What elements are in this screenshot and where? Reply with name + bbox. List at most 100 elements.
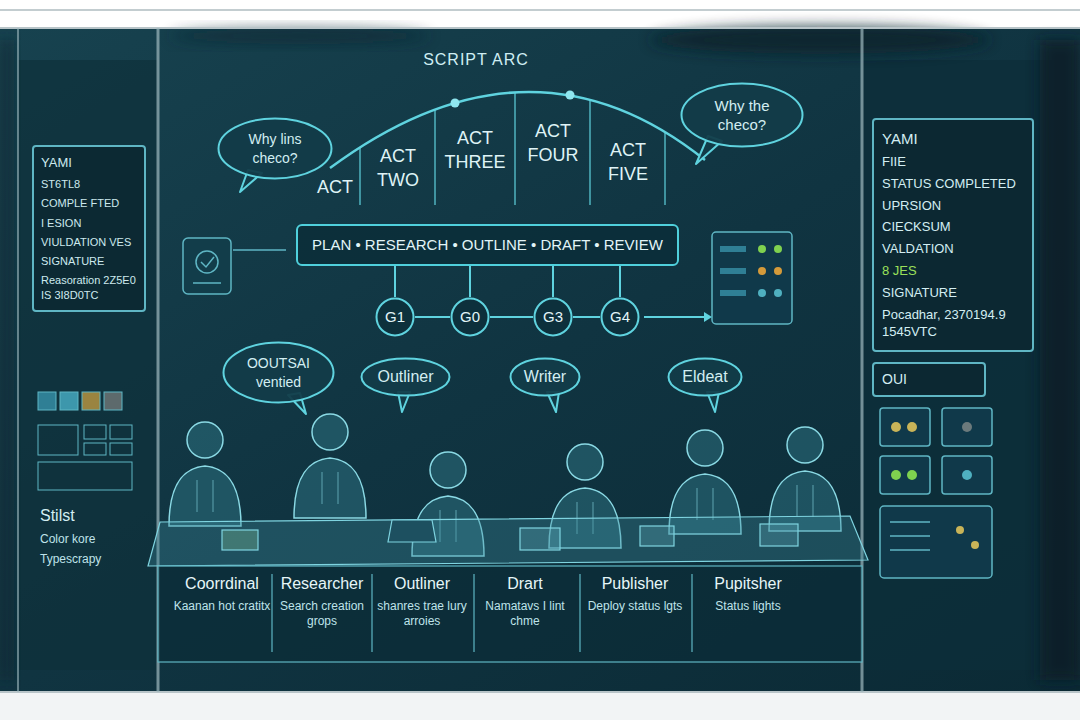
status-panel-detail: Pocadhar, 2370194.9 1545VTC — [882, 307, 1024, 341]
glass-wall — [862, 60, 1052, 670]
gate-circle-outline — [377, 299, 414, 336]
table — [388, 520, 436, 542]
indicator-panel — [774, 267, 782, 275]
speech-bubble-text: Why lins checo? — [238, 130, 312, 166]
script-arc — [434, 110, 436, 205]
text-stack: PLAN • RESEARCH • OUTLINE • DRAFT • REVI… — [312, 235, 663, 255]
ui-widgets — [880, 408, 930, 446]
text-stack: PupitsherStatus lights — [699, 574, 797, 614]
style-swatches — [82, 392, 100, 410]
text-stack: ACT — [317, 176, 353, 199]
script-arc — [359, 147, 361, 205]
window-frame — [17, 28, 19, 692]
gate-connector — [619, 266, 621, 297]
act-segment-text: ACT FIVE — [595, 139, 661, 186]
style-swatches — [84, 425, 106, 439]
role-band — [473, 574, 474, 652]
glass-wall — [1040, 40, 1080, 680]
style-swatches — [38, 392, 56, 410]
ui-widgets — [891, 470, 901, 480]
speech-bubble-outline — [511, 359, 580, 396]
ui-widgets — [942, 408, 992, 446]
indicator-panel — [720, 268, 746, 274]
ui-widgets — [907, 470, 917, 480]
act-segment-text: ACT — [317, 176, 353, 199]
style-swatches — [60, 392, 78, 410]
glass-wall — [170, 28, 430, 44]
ui-widgets — [956, 526, 964, 534]
role-cell: PupitsherStatus lights — [697, 572, 799, 617]
role-band — [271, 574, 272, 652]
speech-bubble-text: Writer — [524, 367, 566, 388]
speech-bubble-outline — [680, 82, 804, 148]
text-stack: Why the checo? — [702, 96, 782, 135]
speech-bubble: OOUTSAI ventied — [222, 341, 335, 404]
text-stack: CoorrdinalKaanan hot cratitx — [173, 574, 271, 614]
role-band — [158, 566, 862, 662]
speech-bubble: Writer — [509, 357, 581, 397]
act-segment: ACT FOUR — [518, 118, 588, 169]
script-arc — [589, 100, 591, 205]
status-panel-detail: SIGNATURE — [41, 254, 137, 268]
status-panel-detail: SIGNATURE — [882, 285, 1024, 302]
role-cell-detail: shanres trae lury arroies — [373, 599, 471, 630]
gate-connector — [469, 266, 471, 297]
people — [169, 422, 241, 526]
role-cell: PublisherDeploy status lgts — [584, 572, 686, 617]
act-segment-text: ACT THREE — [440, 127, 510, 174]
window-frame — [0, 27, 1080, 29]
indicator-panel — [774, 289, 782, 297]
act-segment: ACT THREE — [438, 125, 512, 176]
glass-wall — [18, 60, 158, 670]
pipeline-box-text: PLAN • RESEARCH • OUTLINE • DRAFT • REVI… — [312, 235, 663, 255]
role-cell: CoorrdinalKaanan hot cratitx — [171, 572, 273, 617]
indicator-panel — [644, 316, 704, 318]
act-segment-text: ACT TWO — [365, 145, 431, 192]
status-panel-detail: I ESION — [41, 216, 137, 230]
role-cell-detail: Kaanan hot cratitx — [173, 599, 271, 615]
icon-box — [193, 282, 221, 284]
status-panel-detail: 8 JES — [882, 263, 1024, 280]
ui-widgets — [962, 470, 972, 480]
style-note: Typescrapy — [40, 552, 101, 568]
status-panel-detail: COMPLE FTED — [41, 196, 137, 210]
role-band — [579, 574, 580, 652]
window-frame — [0, 692, 1080, 720]
role-band — [691, 574, 692, 652]
ui-panel: OUI — [872, 362, 986, 397]
act-segment-text: ACT FOUR — [520, 120, 586, 167]
ui-widgets — [890, 521, 930, 523]
gate-circle-outline — [452, 299, 489, 336]
people — [294, 414, 366, 518]
gate-circle-outline — [535, 299, 572, 336]
gate-circle: G0 — [450, 297, 490, 337]
indicator-panel — [758, 245, 766, 253]
speech-bubble: Eldeat — [667, 357, 743, 397]
gate-circle: G1 — [375, 297, 415, 337]
diagram-title: SCRIPT ARC — [326, 50, 626, 71]
script-arc — [566, 91, 575, 100]
speech-bubble-outline — [362, 359, 450, 396]
role-band — [158, 566, 862, 662]
style-swatches — [38, 462, 132, 490]
gate-connector — [394, 266, 396, 297]
table — [760, 524, 798, 546]
ui-widgets — [942, 456, 992, 494]
role-band — [371, 574, 372, 652]
speech-bubble-text: OOUTSAI ventied — [243, 354, 315, 390]
table — [520, 528, 560, 550]
speech-bubble-text: Outliner — [377, 367, 433, 388]
role-cell-text: Pupitsher — [699, 574, 797, 595]
role-cell-text: Drart — [476, 574, 574, 595]
text-stack: ACT TWO — [365, 145, 431, 192]
text-stack: Why lins checo? — [238, 130, 312, 166]
text-stack: YAMIFIIESTATUS COMPLETEDUPRSIONCIECKSUMV… — [882, 129, 1024, 341]
speech-bubble: Outliner — [360, 357, 451, 397]
gate-connector — [415, 316, 450, 318]
text-stack: Outlinershanres trae lury arroies — [373, 574, 471, 630]
indicator-panel — [758, 289, 766, 297]
speech-bubble-outline — [217, 117, 333, 180]
status-panel-detail: Reasoration 2Z5E0 IS 3I8D0TC — [41, 273, 137, 302]
